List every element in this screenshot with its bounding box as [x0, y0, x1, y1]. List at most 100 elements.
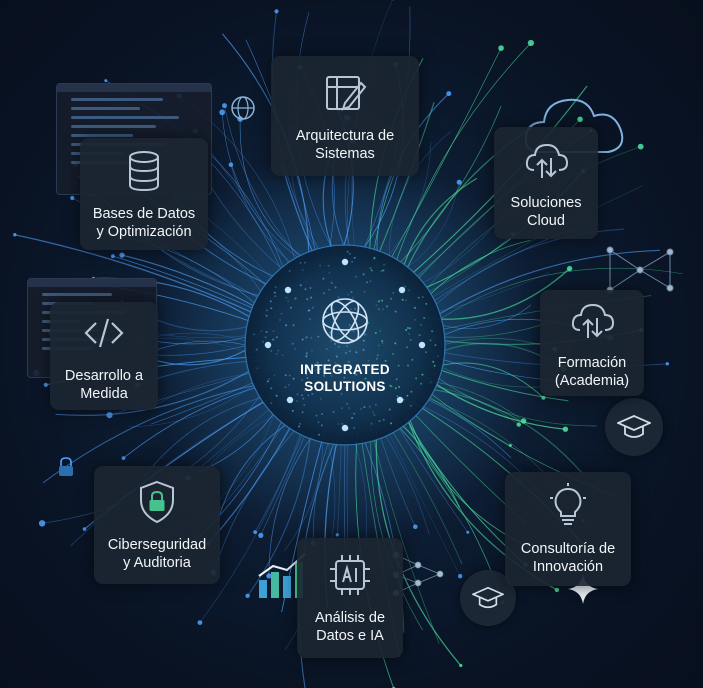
endpoint-dot: [520, 418, 527, 424]
shield-lock-icon: [133, 478, 181, 526]
connection-line: [384, 418, 463, 565]
globe-dot: [270, 387, 273, 390]
globe-dot: [311, 369, 314, 371]
globe-dot: [381, 299, 384, 302]
globe-dot: [320, 424, 323, 427]
globe-dot: [322, 383, 325, 386]
globe-dot: [434, 344, 437, 347]
globe-dot: [350, 291, 353, 293]
connection-line: [14, 234, 265, 319]
connection-line: [207, 414, 298, 545]
connection-line: [370, 439, 423, 631]
globe-dot: [268, 378, 271, 380]
globe-dot: [301, 338, 304, 341]
globe-dot: [322, 277, 325, 280]
globe-dot: [330, 281, 333, 284]
connection-line: [424, 239, 531, 301]
globe-dot: [334, 361, 337, 364]
globe-dot: [255, 348, 258, 351]
service-card-bases[interactable]: Bases de Datos y Optimización: [80, 138, 208, 250]
endpoint-dot: [459, 663, 463, 668]
globe-dot: [392, 291, 395, 294]
connection-line: [254, 429, 305, 533]
globe-dot: [269, 300, 272, 303]
globe-dot: [316, 361, 319, 364]
service-card-consultoria[interactable]: Consultoría de Innovación: [505, 472, 631, 586]
globe-dot: [337, 345, 340, 348]
service-label: Análisis de Datos e IA: [314, 610, 386, 644]
globe-dot: [291, 342, 294, 345]
globe-dot: [319, 397, 322, 400]
globe-dot: [329, 331, 332, 334]
service-card-arquitectura[interactable]: Arquitectura de Sistemas: [271, 56, 419, 176]
globe-dot: [328, 271, 331, 274]
connection-line: [212, 427, 298, 573]
globe-dot: [366, 281, 368, 284]
connection-line: [199, 423, 305, 623]
glow-port: [264, 341, 272, 349]
connection-line: [430, 249, 660, 320]
globe-dot: [274, 286, 277, 289]
endpoint-dot: [508, 444, 512, 447]
service-card-desarrollo[interactable]: Desarrollo a Medida: [50, 302, 158, 410]
integrated-solutions-hub: INTEGRATED SOLUTIONS: [270, 270, 420, 420]
globe-dot: [377, 344, 380, 347]
globe-dot: [390, 297, 392, 300]
service-card-ciberseguridad[interactable]: Ciberseguridad y Auditoria: [94, 466, 220, 584]
globe-dot: [280, 312, 283, 315]
globe-dot: [407, 364, 409, 367]
globe-dot: [429, 381, 432, 384]
globe-dot: [304, 288, 307, 291]
service-card-formacion[interactable]: Formación (Academia): [540, 290, 644, 396]
endpoint-dot: [446, 91, 452, 97]
globe-dot: [264, 336, 267, 339]
service-label: Ciberseguridad y Auditoria: [107, 537, 207, 571]
globe-dot: [275, 394, 278, 397]
endpoint-dot: [13, 233, 17, 237]
globe-dot: [318, 433, 320, 436]
globe-dot: [423, 317, 426, 319]
endpoint-dot: [104, 79, 108, 83]
service-card-analisis[interactable]: Análisis de Datos e IA: [297, 538, 403, 658]
globe-dot: [329, 340, 332, 343]
endpoint-dot: [527, 39, 535, 47]
globe-dot: [389, 384, 392, 387]
globe-dot: [323, 374, 326, 377]
globe-dot: [333, 309, 335, 312]
globe-dot: [272, 338, 275, 341]
globe-dot: [414, 318, 417, 321]
globe-dot: [370, 269, 373, 272]
glow-port: [286, 396, 294, 404]
connection-line: [239, 118, 306, 260]
connection-line: [42, 384, 259, 484]
sparkle-icon: [568, 574, 598, 604]
endpoint-dot: [665, 362, 669, 366]
connection-line: [382, 421, 461, 577]
globe-dot: [292, 324, 295, 327]
hub-label: INTEGRATED SOLUTIONS: [300, 362, 390, 394]
globe-dot: [420, 382, 423, 385]
service-card-cloud[interactable]: Soluciones Cloud: [494, 127, 598, 239]
connection-line: [312, 435, 331, 544]
globe-dot: [288, 269, 291, 272]
globe-dot: [325, 348, 328, 350]
service-label: Consultoría de Innovación: [520, 541, 616, 575]
globe-dot: [303, 261, 306, 264]
globe-dot: [296, 400, 298, 402]
connection-line: [435, 385, 520, 425]
globe-dot: [300, 379, 303, 381]
globe-dot: [310, 296, 313, 299]
globe-dot: [355, 275, 358, 278]
globe-dot: [392, 353, 395, 356]
globe-dot: [323, 375, 326, 378]
connection-line: [55, 365, 258, 416]
globe-dot: [316, 389, 319, 392]
globe-dot: [353, 256, 356, 259]
globe-dot: [308, 309, 311, 312]
globe-dot: [355, 351, 358, 354]
globe-dot: [275, 336, 278, 339]
globe-dot: [299, 422, 302, 425]
endpoint-dot: [253, 530, 257, 534]
globe-dot: [306, 377, 309, 379]
graduation-cap-badge: [605, 398, 663, 456]
